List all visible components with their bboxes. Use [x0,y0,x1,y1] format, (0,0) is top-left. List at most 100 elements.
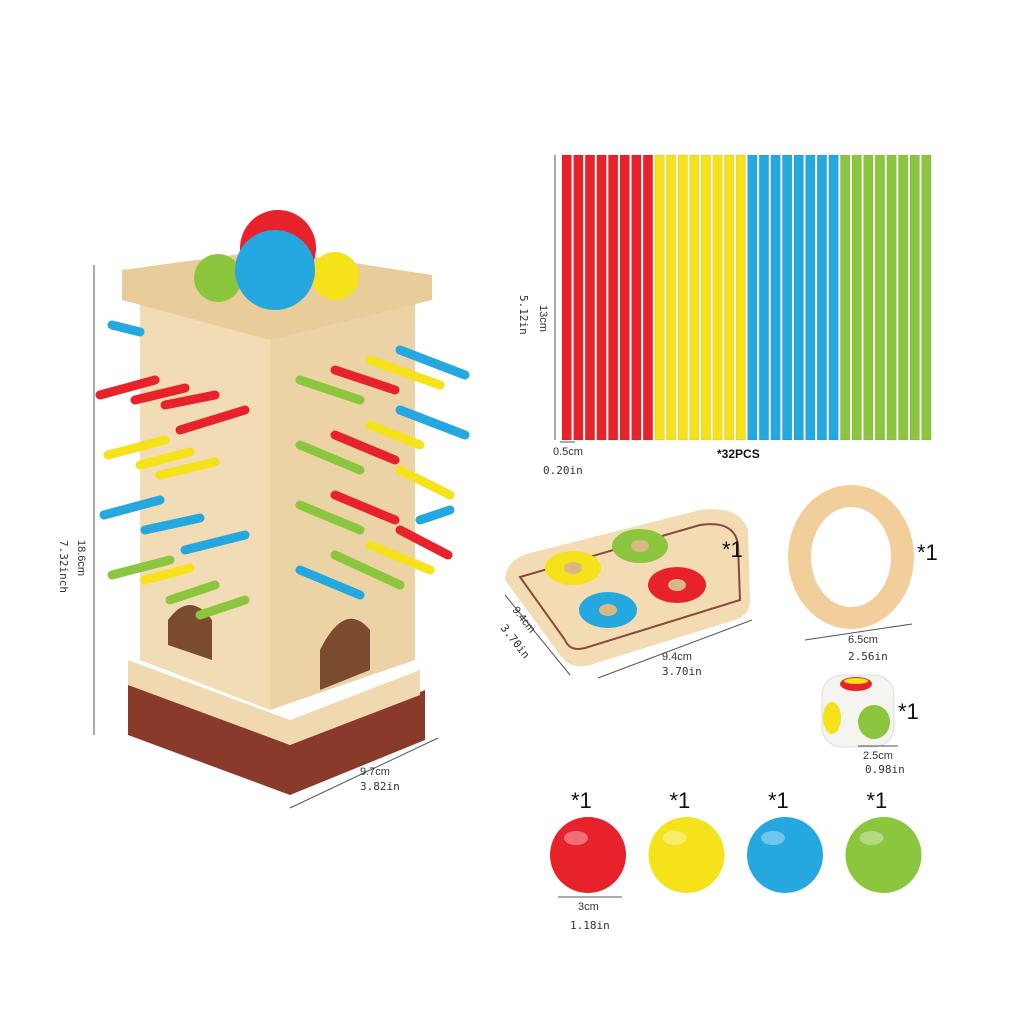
stick-length-cm: 13cm [537,305,549,332]
tower-stick-blue [140,513,205,535]
tower-width-cm: 9.7cm [360,766,390,778]
tower-stick-blue [295,565,365,600]
stick-blue [747,154,758,441]
tower-base-top [128,660,420,745]
ball-yellow-quantity: *1 [670,788,691,813]
ring-quantity: *1 [917,540,938,565]
ball-blue [747,817,823,893]
tower-right-face [270,300,415,710]
stick-red [619,154,630,441]
sticks-quantity: *32PCS [717,447,760,461]
stick-blue [793,154,804,441]
ball-diameter-in: 1.18in [570,919,610,932]
ball-highlight [564,831,588,845]
tower-ball-yellow [311,252,359,300]
board-width-line [597,619,753,679]
stick-length-in: 5.12in [517,295,530,335]
tower-stick-red [130,383,190,405]
tower-ball-green [194,254,242,302]
tower-stick-blue [415,505,455,525]
board-depth-line [504,594,571,676]
stick-green [886,154,897,441]
balls: *1*1*1*1 [550,788,922,893]
tower-stick-red [175,405,250,435]
ball-diameter-cm: 3cm [578,901,599,913]
stick-yellow [700,154,712,441]
tower-stick-green [165,580,220,605]
stick-red [631,154,642,441]
stick-yellow [724,154,735,441]
wooden-ring [788,485,914,629]
game-board [505,509,750,667]
tower-height-cm: 18.6cm [75,540,87,576]
tower-stick-green [295,440,365,475]
stick-green [874,154,886,441]
stick-diameter-in: 0.20in [543,464,583,477]
ball-green-quantity: *1 [867,788,888,813]
tower-stick-blue [107,320,145,337]
tower [95,210,470,795]
tower-width-in: 3.82in [360,780,400,793]
ball-red [550,817,626,893]
stick-green [840,154,851,441]
stick-yellow [712,154,723,441]
tower-arch-right [320,618,370,690]
tower-stick-blue [395,405,470,440]
stick-green [863,154,874,441]
ball-highlight [662,831,687,845]
stick-yellow [654,154,665,441]
tower-sticks [95,320,470,620]
dice-size-in: 0.98in [865,763,905,776]
sticks-bundle [561,154,932,441]
stick-green [909,154,920,441]
tower-stick-yellow [155,457,220,480]
stick-red [608,154,619,441]
tower-stick-red [330,365,400,395]
ring-diameter-in: 2.56in [848,650,888,663]
stick-blue [805,154,816,441]
stick-red [596,154,607,441]
board-width-in: 3.70in [662,665,702,678]
ball-highlight [859,831,884,845]
ball-yellow [648,817,725,893]
stick-red [642,154,654,441]
stick-blue [782,154,793,441]
tower-stick-blue [395,345,470,380]
tower-stick-blue [180,530,250,555]
tower-stick-red [330,490,400,525]
tower-stick-red [395,525,453,560]
tower-stick-blue [99,495,165,520]
tower-stick-yellow [365,420,425,450]
tower-base [128,680,425,795]
stick-blue [816,154,828,441]
tower-stick-green [330,550,405,590]
tower-stick-yellow [365,355,445,390]
tower-stick-green [295,375,365,405]
tower-stick-red [95,375,160,400]
stick-green [921,154,932,441]
stick-diameter-cm: 0.5cm [553,446,583,458]
ball-red-quantity: *1 [571,788,592,813]
tower-stick-yellow [140,563,195,585]
stick-green [898,154,909,441]
ring-diameter-line [804,623,913,641]
tower-stick-green [295,500,365,535]
stick-blue [758,154,770,441]
stick-green [851,154,862,441]
dice-size-cm: 2.5cm [863,750,893,762]
tower-stick-yellow [135,447,195,470]
board-width-cm: 9.4cm [662,651,692,663]
tower-width-line [289,737,439,809]
stick-red [561,154,572,441]
stick-yellow [735,154,746,441]
tower-height-in: 7.32inch [57,540,70,593]
tower-stick-yellow [103,435,170,460]
ball-green [845,817,922,893]
board-quantity: *1 [722,537,743,562]
tower-stick-yellow [395,465,455,500]
ball-highlight [761,831,785,845]
stick-blue [770,154,781,441]
stick-yellow [689,154,700,441]
